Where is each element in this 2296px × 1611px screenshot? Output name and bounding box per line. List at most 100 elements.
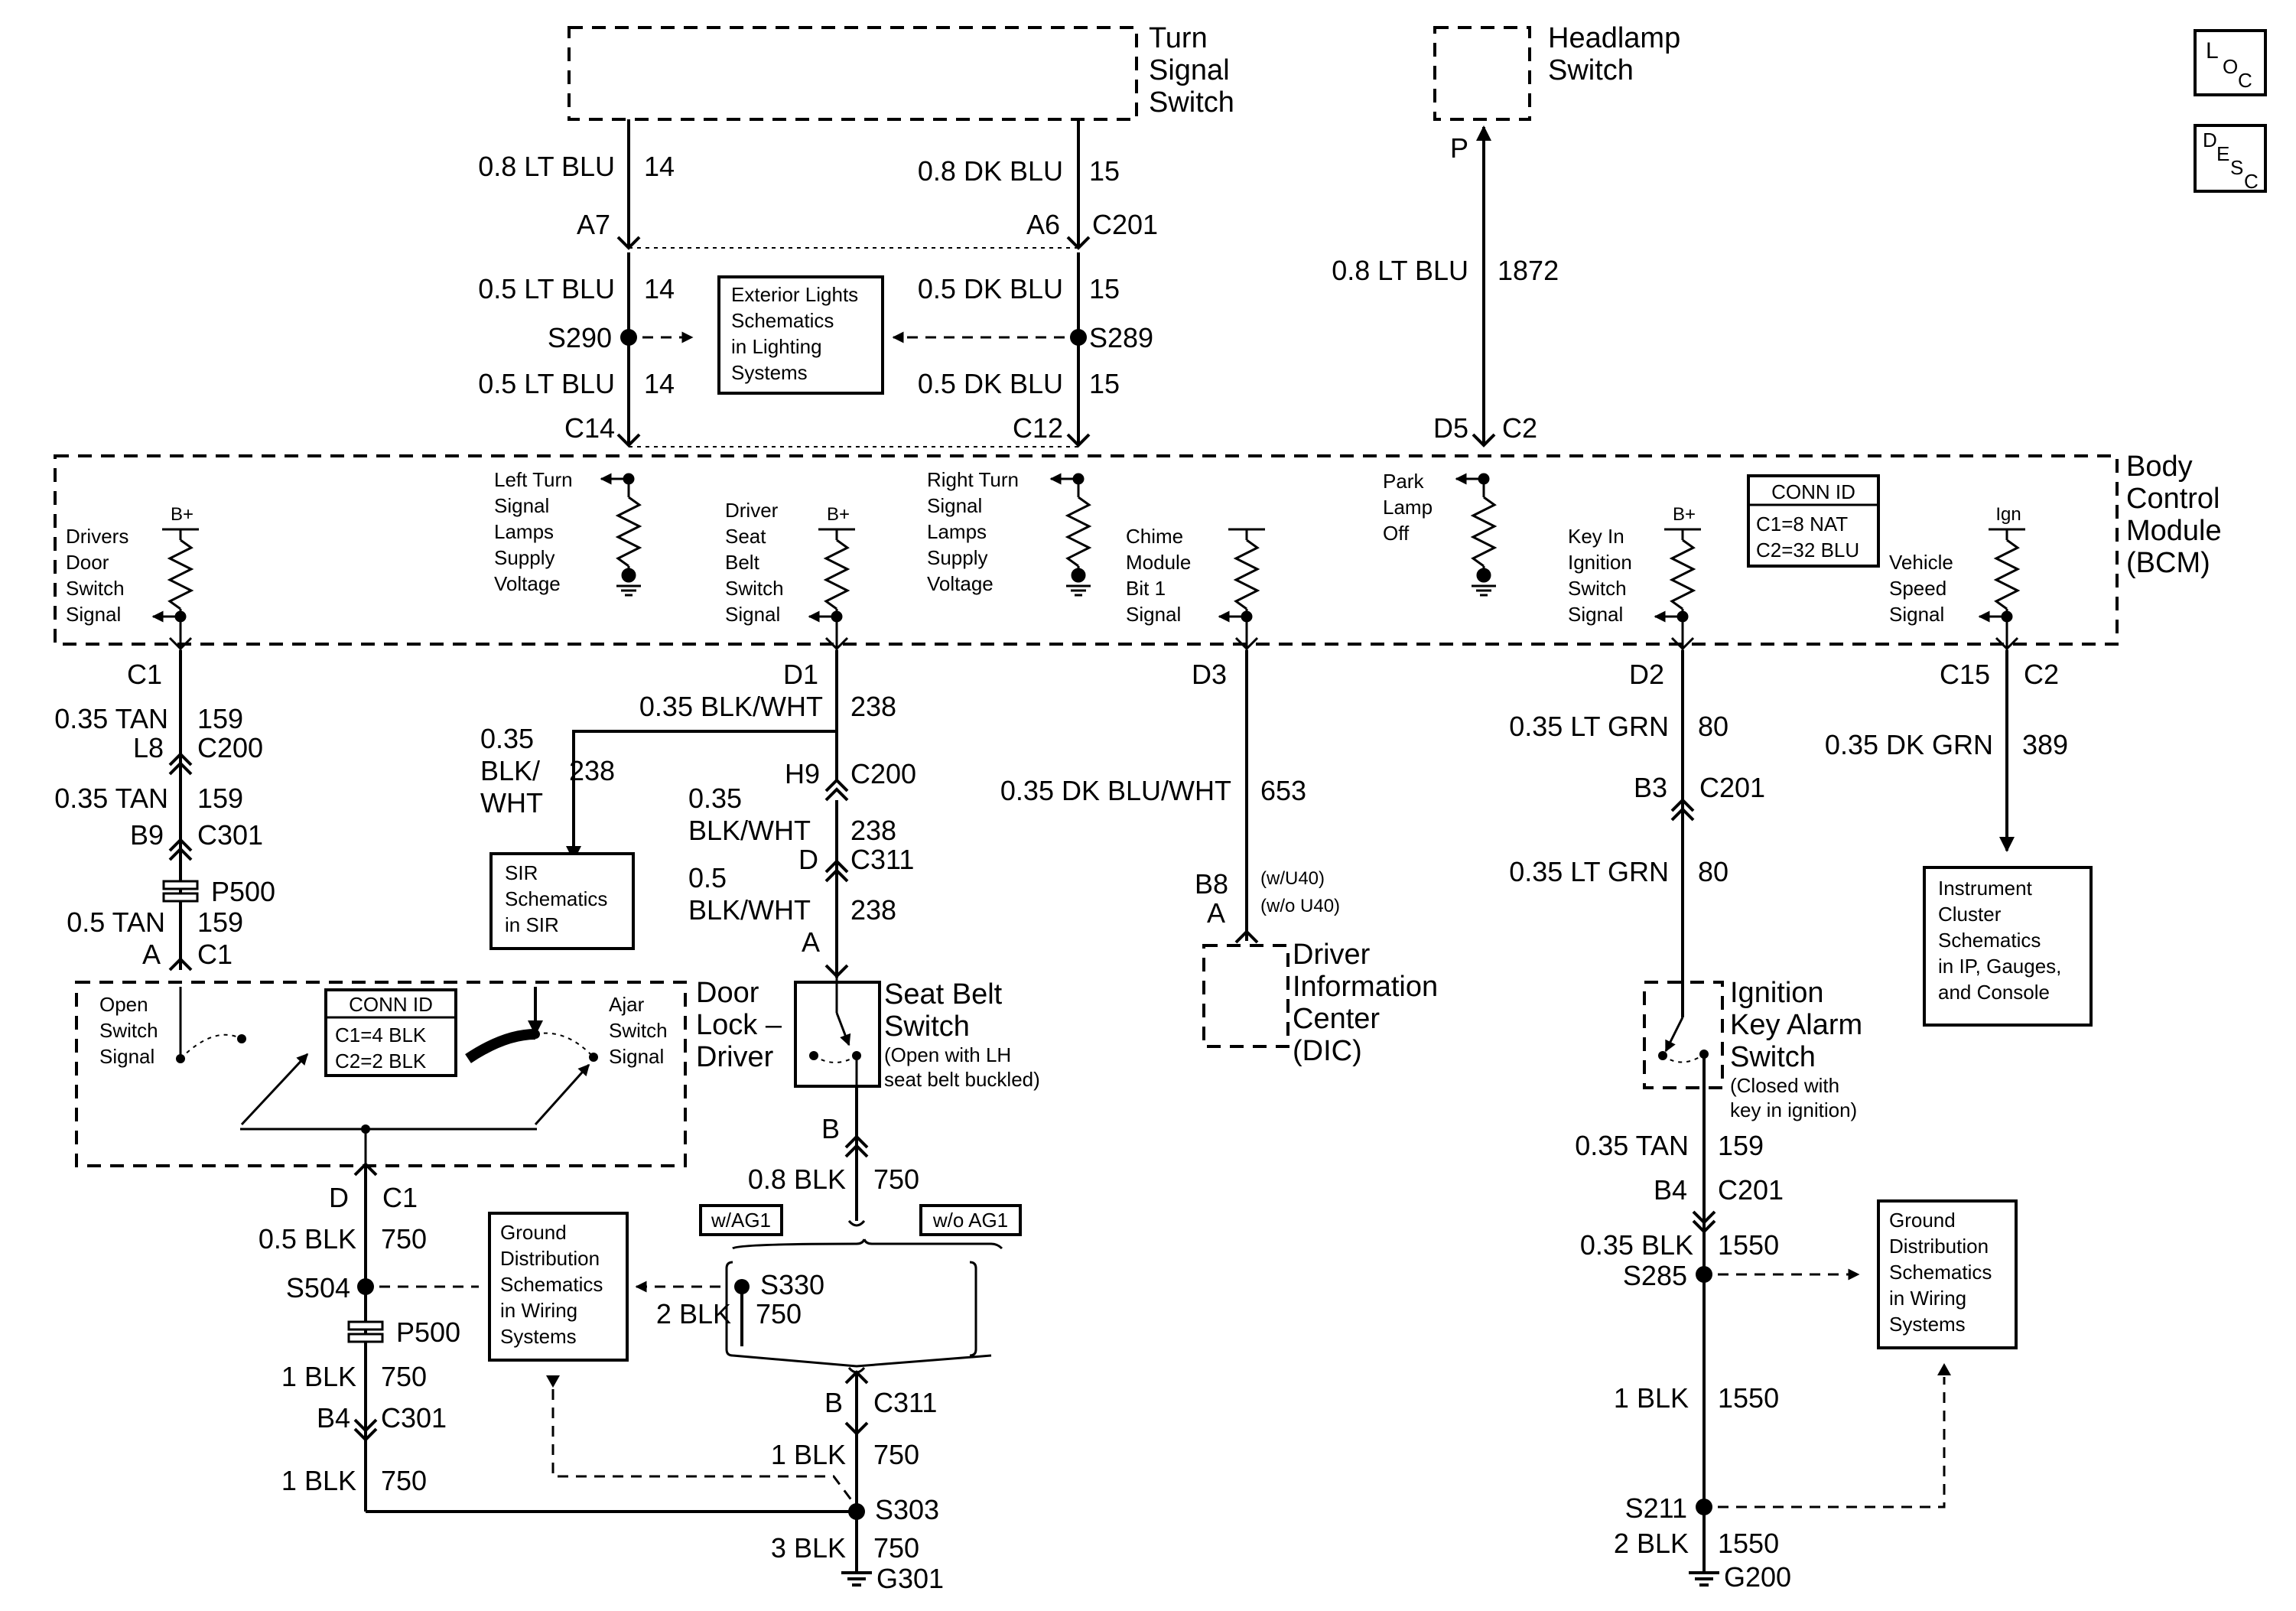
exterior-lights-reference[interactable]: Exterior Lights Schematics in Lighting S… xyxy=(717,275,884,395)
pin-b4-right: B4 xyxy=(1654,1174,1687,1206)
circuit-653 xyxy=(1234,650,1259,944)
wire-750-center-4: 3 BLK xyxy=(771,1532,846,1564)
turn-signal-switch-label: Turn xyxy=(1149,22,1208,54)
instrument-cluster-reference[interactable]: Instrument Cluster Schematics in IP, Gau… xyxy=(1923,866,2093,1027)
pin-d5: D5 xyxy=(1433,412,1468,444)
circuit-1872-num: 1872 xyxy=(1498,255,1559,286)
svg-text:Ground: Ground xyxy=(1889,1209,1956,1232)
wire-14-label-mid: 0.5 LT BLU xyxy=(478,273,615,304)
svg-text:Voltage: Voltage xyxy=(494,572,561,595)
svg-text:Driver: Driver xyxy=(725,499,779,522)
svg-text:Supply: Supply xyxy=(927,546,988,569)
door-lock-label-2: Lock – xyxy=(696,1009,782,1041)
headlamp-switch-label: Headlamp xyxy=(1548,22,1680,54)
wire-15-label-top: 0.8 DK BLU xyxy=(918,155,1063,187)
splice-s211-label: S211 xyxy=(1625,1492,1687,1524)
pin-a-door: A xyxy=(142,939,161,970)
loc-icon[interactable]: L O C xyxy=(2194,29,2267,96)
ground-distribution-reference-right[interactable]: Ground Distribution Schematics in Wiring… xyxy=(1877,1199,2018,1349)
desc-icon[interactable]: D E S C xyxy=(2194,124,2267,193)
bcm-internal-circuits xyxy=(151,473,2025,651)
wire-238-sir-c: WHT xyxy=(480,787,543,819)
svg-text:Lamp: Lamp xyxy=(1383,496,1433,519)
svg-text:in Wiring: in Wiring xyxy=(1889,1287,1966,1310)
svg-text:Schematics: Schematics xyxy=(1889,1261,1992,1284)
svg-text:CONN ID: CONN ID xyxy=(349,993,433,1016)
svg-text:Signal: Signal xyxy=(1568,603,1623,626)
svg-text:Switch: Switch xyxy=(66,577,125,600)
pin-c1-bcm: C1 xyxy=(127,659,162,690)
svg-text:in Lighting: in Lighting xyxy=(731,335,822,358)
svg-text:Chime: Chime xyxy=(1126,525,1183,548)
circuit-238-num-1: 238 xyxy=(850,691,896,722)
turn-signal-switch-label-2: Signal xyxy=(1149,54,1230,86)
door-lock-driver-box xyxy=(75,981,687,1167)
pin-b-c311: B xyxy=(824,1387,843,1418)
wire-159-label-3: 0.5 TAN xyxy=(67,906,165,938)
pin-b8: B8 xyxy=(1195,868,1228,900)
conn-c200-left: C200 xyxy=(197,732,263,763)
svg-text:Signal: Signal xyxy=(1889,603,1944,626)
pin-b-seat-belt: B xyxy=(821,1113,840,1144)
splice-s330-label: S330 xyxy=(760,1269,824,1300)
conn-c301-bottom: C301 xyxy=(381,1402,447,1434)
circuit-750-center xyxy=(725,1134,1003,1587)
circuit-15-num-mid: 15 xyxy=(1089,273,1120,304)
circuit-238-num-3: 238 xyxy=(850,894,896,926)
circuit-15 xyxy=(892,119,1091,447)
wire-750-left-3: 1 BLK xyxy=(281,1465,356,1496)
splice-s504-label: S504 xyxy=(286,1272,350,1303)
svg-text:Speed: Speed xyxy=(1889,577,1946,600)
pin-d-door: D xyxy=(329,1182,349,1213)
svg-text:Cluster: Cluster xyxy=(1938,903,2002,926)
door-conn-id-box: CONN ID C1=4 BLK C2=2 BLK xyxy=(324,988,457,1077)
circuit-653-num: 653 xyxy=(1260,775,1306,806)
circuit-159 xyxy=(162,650,199,971)
svg-text:L: L xyxy=(2206,38,2219,63)
pin-a-dic: A xyxy=(1207,897,1225,929)
ignition-key-label-3: Switch xyxy=(1730,1041,1816,1073)
circuit-1872 xyxy=(1472,125,1496,447)
pin-d-c311: D xyxy=(798,844,818,875)
dic-label-3: Center xyxy=(1293,1003,1380,1035)
ignition-key-note-2: key in ignition) xyxy=(1730,1098,1857,1121)
svg-text:Signal: Signal xyxy=(1126,603,1181,626)
svg-text:C1=4 BLK: C1=4 BLK xyxy=(335,1024,427,1046)
circuit-14-num-bot: 14 xyxy=(644,368,675,399)
bcm-label-1: Body xyxy=(2126,451,2193,483)
ajar-switch-label: Ajar xyxy=(609,993,645,1016)
svg-text:D: D xyxy=(2203,129,2217,151)
pin-d2: D2 xyxy=(1629,659,1664,690)
svg-text:Schematics: Schematics xyxy=(500,1273,603,1296)
circuit-238-num-2: 238 xyxy=(850,815,896,846)
conn-a7: A7 xyxy=(577,209,610,240)
wire-1550-label-2: 1 BLK xyxy=(1614,1382,1689,1414)
sir-reference[interactable]: SIR Schematics in SIR xyxy=(489,852,635,950)
option-wo-u40: (w/o U40) xyxy=(1260,896,1340,916)
conn-c201-right: C201 xyxy=(1699,772,1765,803)
circuit-159-num-1: 159 xyxy=(197,703,243,734)
pin-l8: L8 xyxy=(133,732,164,763)
circuit-80-num-2: 80 xyxy=(1698,856,1729,887)
svg-text:B+: B+ xyxy=(171,504,194,525)
circuit-1550-num-2: 1550 xyxy=(1718,1382,1779,1414)
conn-c1-door-bottom: C1 xyxy=(382,1182,418,1213)
svg-text:Systems: Systems xyxy=(731,361,808,384)
svg-text:Schematics: Schematics xyxy=(1938,929,2041,952)
ajar-switch-label-3: Signal xyxy=(609,1045,664,1068)
ground-distribution-reference-left[interactable]: Ground Distribution Schematics in Wiring… xyxy=(488,1212,629,1362)
svg-text:Ign: Ign xyxy=(1995,504,2021,525)
option-w-ag1: w/AG1 xyxy=(699,1204,783,1236)
ajar-switch-label-2: Switch xyxy=(609,1019,668,1042)
open-switch-label-3: Signal xyxy=(99,1045,154,1068)
wire-15-label-bot: 0.5 DK BLU xyxy=(918,368,1063,399)
svg-text:Seat: Seat xyxy=(725,525,766,548)
wire-15-label-mid: 0.5 DK BLU xyxy=(918,273,1063,304)
pin-d1: D1 xyxy=(783,659,818,690)
seat-belt-switch xyxy=(794,976,881,1221)
wire-159-label-1: 0.35 TAN xyxy=(54,703,168,734)
conn-c301-top: C301 xyxy=(197,819,263,851)
wire-653-label: 0.35 DK BLU/WHT xyxy=(1000,775,1231,806)
svg-text:in Wiring: in Wiring xyxy=(500,1299,577,1322)
conn-c201-bottom: C201 xyxy=(1718,1174,1784,1206)
